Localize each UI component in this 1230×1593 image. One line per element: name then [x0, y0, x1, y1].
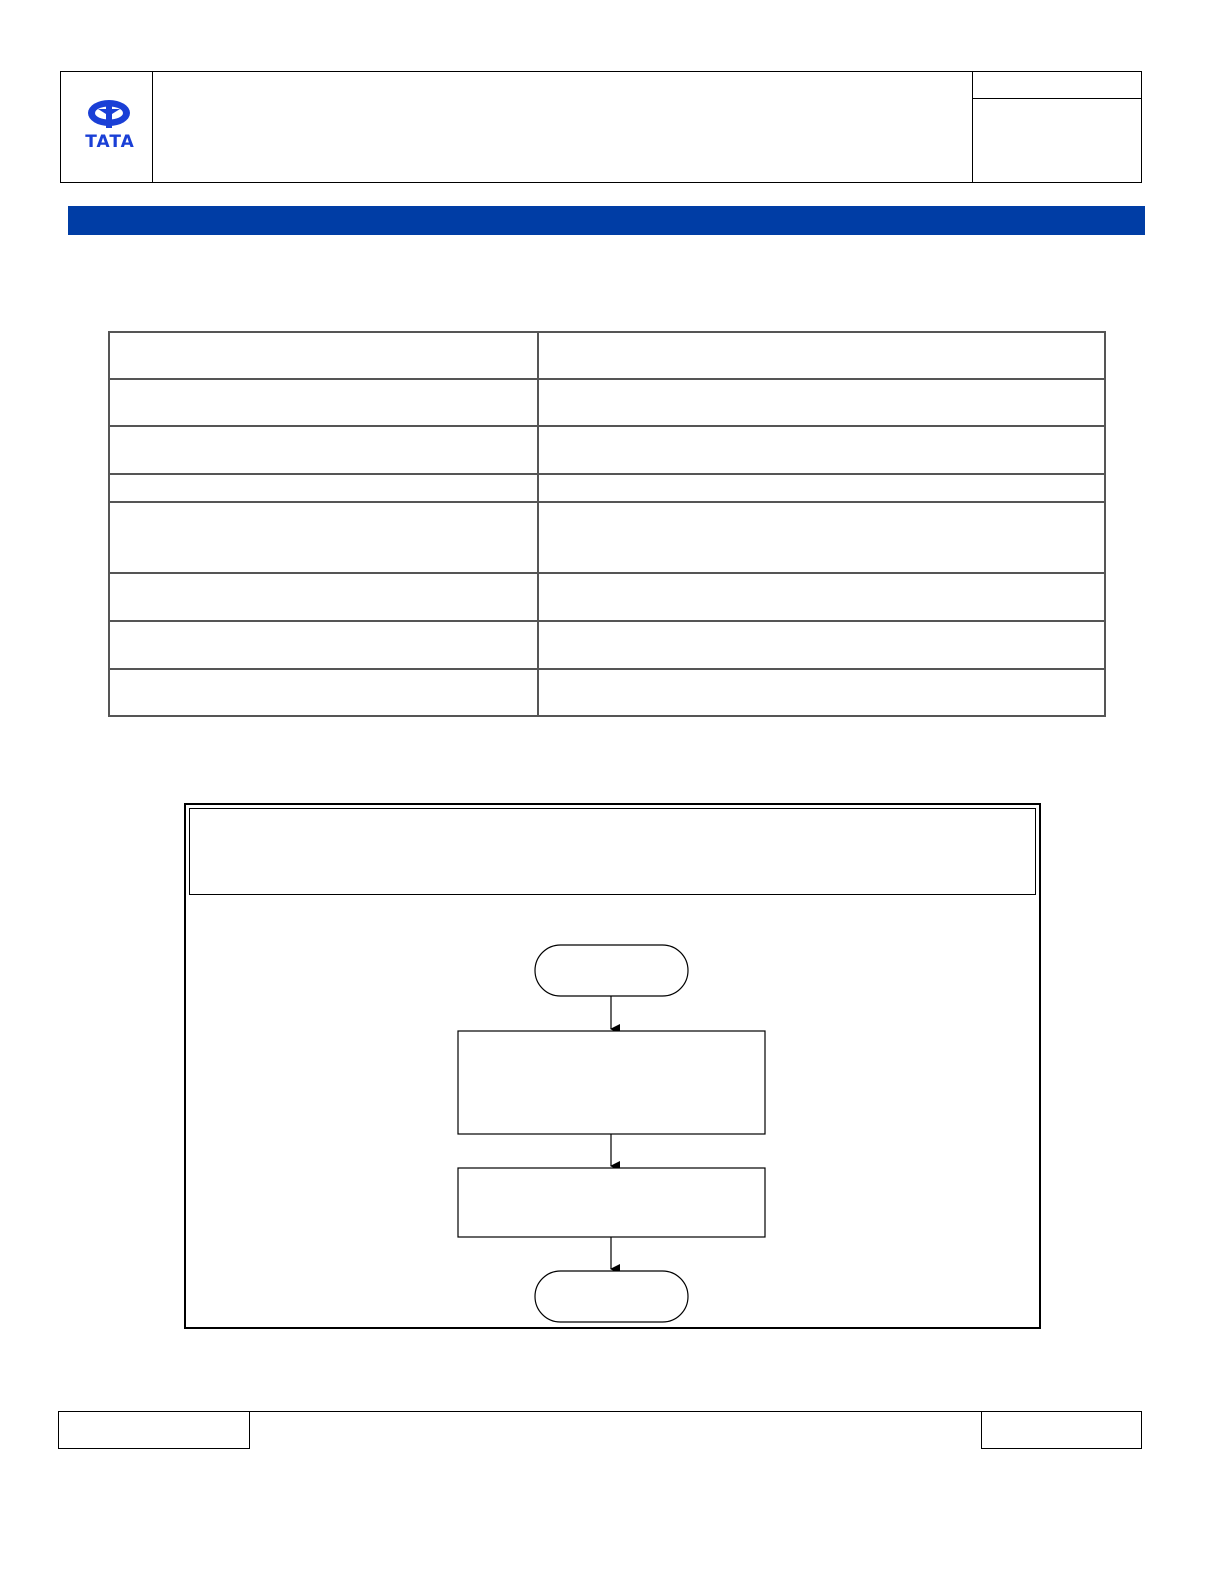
header-logo-cell	[60, 71, 153, 183]
header-title-cell	[153, 71, 973, 183]
table-cell-label	[108, 425, 539, 475]
header-doc-ref-cell	[973, 71, 1142, 99]
table-cell-label	[108, 668, 539, 717]
table-cell-value	[537, 331, 1106, 380]
flowchart-frame	[184, 803, 1041, 1329]
table-cell-label	[108, 378, 539, 427]
table-row	[108, 425, 1106, 475]
tata-logo-icon: TATA	[78, 96, 142, 156]
flowchart-title-box	[189, 808, 1036, 895]
flow-end-node	[534, 1270, 689, 1323]
document-meta	[973, 99, 1142, 107]
flow-start-node	[534, 944, 689, 997]
table-cell-value	[537, 572, 1106, 622]
section-band	[68, 206, 1145, 235]
info-table	[108, 331, 1106, 717]
logo-wordmark: TATA	[85, 132, 135, 152]
table-row	[108, 620, 1106, 670]
footer-left-box	[58, 1411, 250, 1449]
flow-process-node	[457, 1167, 766, 1238]
document-header	[60, 71, 1142, 183]
header-doc-meta-cell	[973, 99, 1142, 183]
table-cell-label	[108, 620, 539, 670]
table-row	[108, 473, 1106, 503]
document-reference	[973, 71, 1142, 79]
table-row	[108, 668, 1106, 717]
table-cell-value	[537, 378, 1106, 427]
table-row	[108, 378, 1106, 427]
footer-right-box	[981, 1411, 1142, 1449]
table-row	[108, 572, 1106, 622]
table-row	[108, 331, 1106, 380]
table-cell-value	[537, 668, 1106, 717]
document-title	[153, 71, 972, 79]
footer-left-text	[59, 1412, 249, 1420]
table-cell-label	[108, 473, 539, 503]
flow-process-node	[457, 1030, 766, 1135]
table-cell-value	[537, 501, 1106, 574]
table-row	[108, 501, 1106, 574]
footer-divider	[250, 1411, 981, 1412]
flowchart-diagram	[457, 944, 766, 1323]
table-cell-label	[108, 572, 539, 622]
table-cell-label	[108, 501, 539, 574]
table-cell-value	[537, 620, 1106, 670]
table-cell-value	[537, 473, 1106, 503]
section-band-title	[68, 206, 1145, 214]
table-cell-label	[108, 331, 539, 380]
footer-right-text	[982, 1412, 1141, 1420]
table-cell-value	[537, 425, 1106, 475]
tata-emblem-icon	[88, 100, 130, 128]
